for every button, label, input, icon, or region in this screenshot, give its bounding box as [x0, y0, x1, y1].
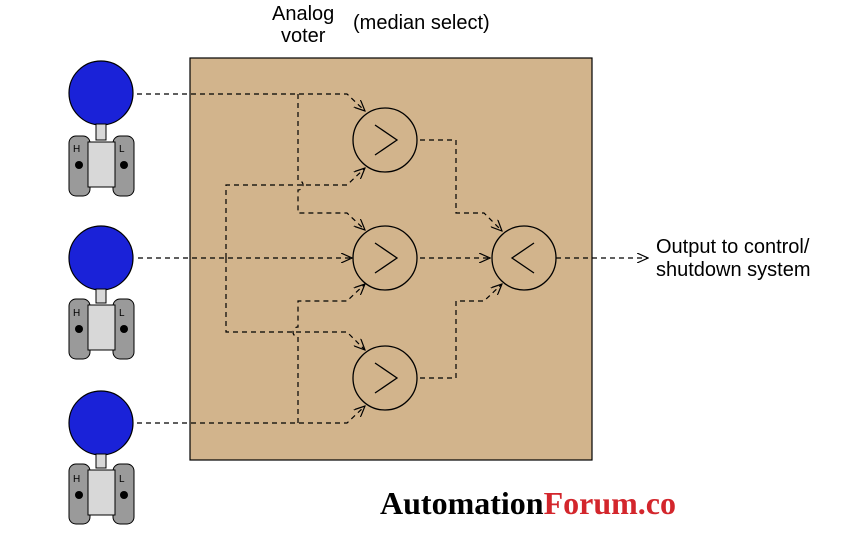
high-port-label: H [73, 308, 80, 319]
watermark-part2: Forum.co [544, 485, 676, 521]
line-tx3-main [137, 406, 365, 424]
greater-than-icon [374, 124, 399, 156]
line-tx1-branch [297, 94, 365, 230]
median-select-label: (median select) [353, 12, 490, 34]
final-selector [491, 225, 557, 291]
output-label-line1: Output to control/ [656, 236, 810, 258]
line-tx2-branch-down [225, 258, 365, 350]
high-port-label: H [73, 474, 80, 485]
transmitter-2: H L [68, 225, 135, 360]
voter-label-line2: voter [281, 25, 326, 47]
comparator-middle [352, 225, 418, 291]
low-port-label: L [119, 308, 125, 319]
transmitter-head [68, 390, 134, 456]
low-port-label: L [119, 144, 125, 155]
transmitter-head [68, 60, 134, 126]
line-top-to-final [420, 139, 502, 231]
low-port-label: L [119, 474, 125, 485]
line-tx2-branch-up [225, 168, 365, 258]
transmitter-3: H L [68, 390, 135, 525]
line-tx1-main [137, 93, 365, 111]
less-than-icon [510, 242, 535, 274]
transmitter-head [68, 225, 134, 291]
greater-than-icon [374, 242, 399, 274]
comparator-top [352, 107, 418, 173]
greater-than-icon [374, 362, 399, 394]
voter-label-line1: Analog [272, 3, 334, 25]
watermark-part1: Automation [380, 485, 544, 521]
output-label-line2: shutdown system [656, 259, 811, 281]
voter-box [189, 57, 593, 461]
sensor-body [87, 469, 116, 516]
sensor-body [87, 141, 116, 188]
transmitter-1: H L [68, 60, 135, 197]
line-bot-to-final [420, 284, 502, 379]
sensor-body [87, 304, 116, 351]
high-port-label: H [73, 144, 80, 155]
signal-lines [137, 93, 648, 424]
watermark: AutomationForum.co [380, 485, 676, 521]
comparator-bottom [352, 345, 418, 411]
